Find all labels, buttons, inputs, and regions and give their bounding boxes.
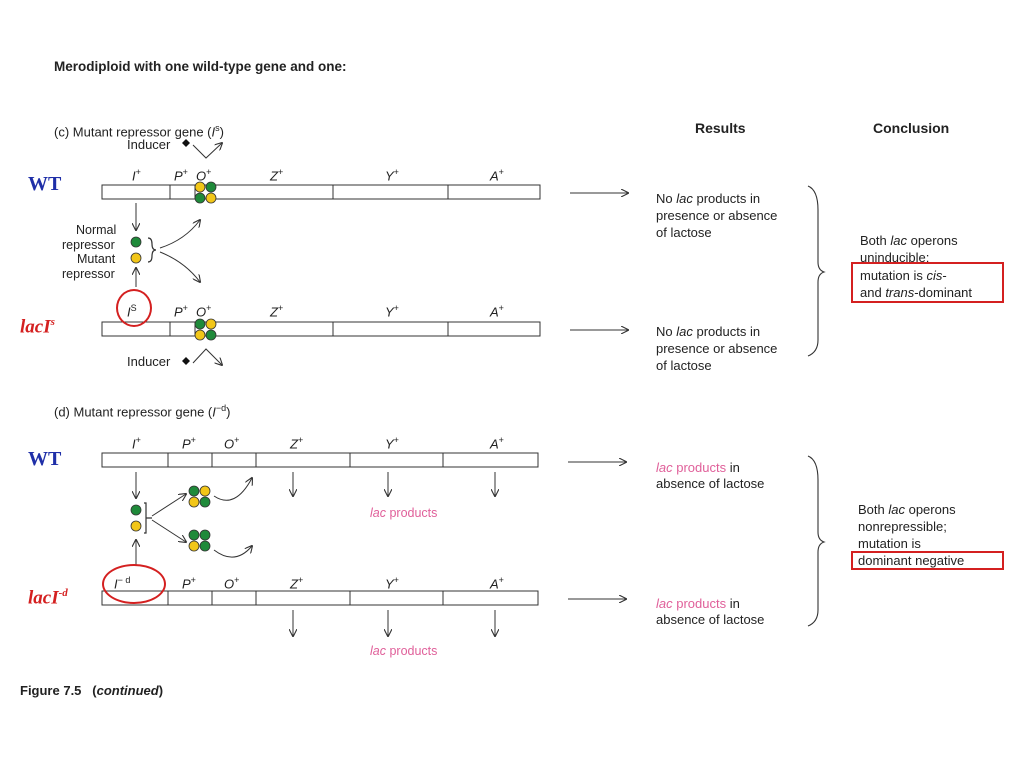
- conclusion-c-line2: uninducible;: [860, 250, 930, 265]
- conclusion-c-line1: Both lac operons: [860, 233, 958, 248]
- mutant-label-lacid: lacI-d: [28, 587, 68, 609]
- gene-label: O+: [224, 435, 240, 452]
- gene-label: Z+: [290, 575, 304, 592]
- wt-label-c: WT: [28, 173, 62, 195]
- mutant-label-lacis: lacIs: [20, 316, 55, 338]
- result-c-bottom-line1: No lac products in: [656, 324, 761, 339]
- conclusion-d-line3: mutation is: [858, 536, 921, 551]
- normal-repressor-dot-d: [130, 504, 142, 516]
- inducer-arrow-c-bottom: [192, 348, 222, 365]
- chromosome-bar-c-bottom: [101, 321, 541, 337]
- curve-arrow-c-down: [159, 251, 200, 282]
- gene-label: O+: [224, 575, 240, 592]
- gene-label: P+: [182, 575, 196, 592]
- inducer-label-c-bottom: Inducer: [127, 354, 171, 369]
- panel-d-caption: (d) Mutant repressor gene (I−d): [54, 403, 231, 420]
- conclusion-c-line4: and trans-dominant: [860, 285, 973, 300]
- gene-label: Z+: [290, 435, 304, 452]
- gene-label: I+: [132, 167, 141, 184]
- lac-products-top: lac products: [370, 506, 438, 520]
- gene-label: Z+: [270, 303, 284, 320]
- legend-mutant-1: Mutant: [77, 252, 116, 266]
- brace-results-c: [807, 185, 826, 357]
- mutant-repressor-dot-d: [130, 520, 142, 532]
- curve-arrow-c-up: [159, 220, 200, 249]
- result-c-top-line3: of lactose: [656, 225, 712, 240]
- highlight-oval-id: [102, 564, 166, 604]
- gene-label: O+: [196, 167, 212, 184]
- highlight-oval-is: [116, 289, 152, 327]
- gene-label: Y+: [385, 435, 399, 452]
- results-header: Results: [695, 120, 746, 136]
- conclusion-header: Conclusion: [873, 120, 950, 136]
- result-c-bottom-line3: of lactose: [656, 358, 712, 373]
- result-d-bottom-line2: absence of lactose: [656, 612, 765, 627]
- curve-arrow-d-bottom: [213, 546, 252, 558]
- gene-label: Z+: [270, 167, 284, 184]
- repressor-tetramer-c-bottom: [194, 318, 217, 341]
- figure-caption: Figure 7.5 (continued): [20, 683, 164, 698]
- result-d-top-line2: absence of lactose: [656, 476, 765, 491]
- result-c-top-line2: presence or absence: [656, 208, 778, 223]
- brace-results-d: [807, 455, 826, 627]
- conclusion-d-line4: dominant negative: [858, 553, 965, 568]
- result-d-top-line1: lac products in: [656, 460, 740, 475]
- gene-label: A+: [490, 435, 504, 452]
- brace-c: [147, 237, 157, 263]
- repressor-tetramer-c-top: [194, 181, 217, 204]
- gene-label: A+: [490, 167, 504, 184]
- conclusion-c-line3: mutation is cis-: [860, 268, 947, 283]
- panel-c-caption: (c) Mutant repressor gene (Is): [54, 123, 224, 140]
- inducer-label-c-top: Inducer: [127, 137, 171, 152]
- page-title: Merodiploid with one wild-type gene and …: [54, 59, 347, 74]
- gene-label: A+: [490, 575, 504, 592]
- arrow-to-tetramer-top: [151, 494, 186, 517]
- curve-arrow-d-top: [213, 478, 252, 501]
- highlight-box-dominant-negative: [851, 551, 1004, 570]
- inducer-arrow-c-top: [192, 143, 222, 159]
- arrow-to-tetramer-bottom: [151, 519, 186, 542]
- gene-label: P+: [182, 435, 196, 452]
- mutant-repressor-dot: [130, 252, 142, 264]
- legend-normal-1: Normal: [76, 223, 117, 237]
- repressor-tetramer-d-bottom: [188, 529, 211, 552]
- gene-label: A+: [490, 303, 504, 320]
- gene-label: Y+: [385, 167, 399, 184]
- gene-label: Y+: [385, 575, 399, 592]
- lac-products-bottom: lac products: [370, 644, 438, 658]
- chromosome-bar-c-top: [101, 184, 541, 200]
- conclusion-d-line2: nonrepressible;: [858, 519, 947, 534]
- brace-d: [144, 502, 152, 534]
- gene-label: I+: [132, 435, 141, 452]
- chromosome-bar-d-bottom: [101, 590, 539, 606]
- gene-label: P+: [174, 167, 188, 184]
- product-arrows-d-top: [293, 472, 495, 496]
- result-c-top-line1: No lac products in: [656, 191, 761, 206]
- result-c-bottom-line2: presence or absence: [656, 341, 778, 356]
- normal-repressor-dot: [130, 236, 142, 248]
- gene-label: P+: [174, 303, 188, 320]
- legend-normal-2: repressor: [62, 238, 115, 252]
- gene-label: O+: [196, 303, 212, 320]
- repressor-tetramer-d-top: [188, 485, 211, 508]
- inducer-diamond-c-top: [182, 139, 190, 147]
- inducer-diamond-c-bottom: [182, 357, 190, 365]
- product-arrows-d-bottom: [293, 610, 495, 636]
- wt-label-d: WT: [28, 448, 62, 470]
- chromosome-bar-d-top: [101, 452, 539, 468]
- gene-label: Y+: [385, 303, 399, 320]
- conclusion-d-line1: Both lac operons: [858, 502, 956, 517]
- legend-mutant-2: repressor: [62, 267, 115, 281]
- result-d-bottom-line1: lac products in: [656, 596, 740, 611]
- highlight-box-cis-trans: [851, 262, 1004, 303]
